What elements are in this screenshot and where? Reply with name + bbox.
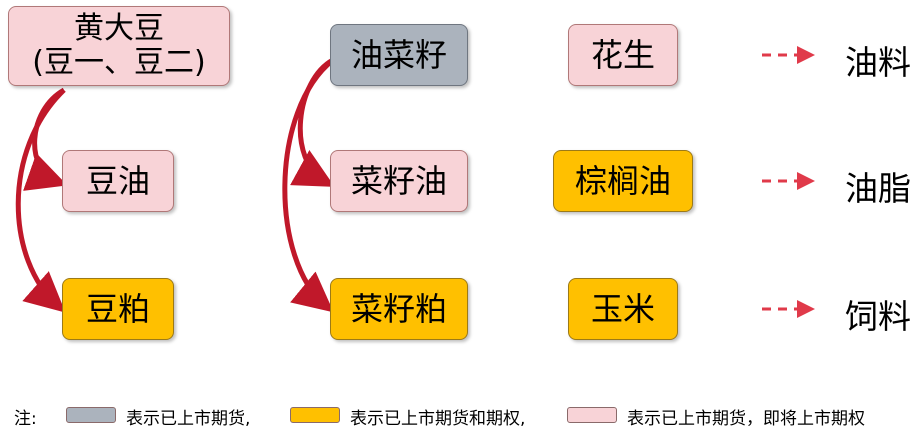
legend: 注: 表示已上市期货, 表示已上市期货和期权, 表示已上市期货，即将上市期权 <box>0 400 921 430</box>
category-oilseed: 油料 <box>845 43 911 82</box>
node-rapeseed-meal: 菜籽粕 <box>330 278 468 340</box>
node-rapeseed: 油菜籽 <box>330 24 468 86</box>
node-soybean-line1: 黄大豆 <box>74 10 164 46</box>
node-palm-oil: 棕榈油 <box>553 150 693 212</box>
legend-swatch-gray <box>66 407 116 423</box>
node-peanut: 花生 <box>568 24 678 86</box>
legend-orange-label: 表示已上市期货和期权, <box>350 409 526 429</box>
legend-pink-label: 表示已上市期货，即将上市期权 <box>627 409 865 429</box>
legend-swatch-pink <box>567 407 617 423</box>
category-feed: 饲料 <box>845 297 911 336</box>
legend-swatch-orange <box>290 407 340 423</box>
node-soy-oil: 豆油 <box>62 150 174 212</box>
node-soy-meal: 豆粕 <box>62 278 174 340</box>
node-corn: 玉米 <box>568 278 678 340</box>
arrow-rapeseed-to-rapeseedmeal <box>282 58 335 313</box>
legend-prefix: 注: <box>14 409 37 429</box>
node-soybean: 黄大豆 (豆一、豆二) <box>8 6 230 86</box>
legend-gray-label: 表示已上市期货, <box>126 409 251 429</box>
arrow-soybean-to-soymeal <box>15 88 66 313</box>
node-soybean-line2: (豆一、豆二) <box>32 45 206 80</box>
node-rapeseed-oil: 菜籽油 <box>330 150 468 212</box>
category-oil: 油脂 <box>845 169 911 208</box>
